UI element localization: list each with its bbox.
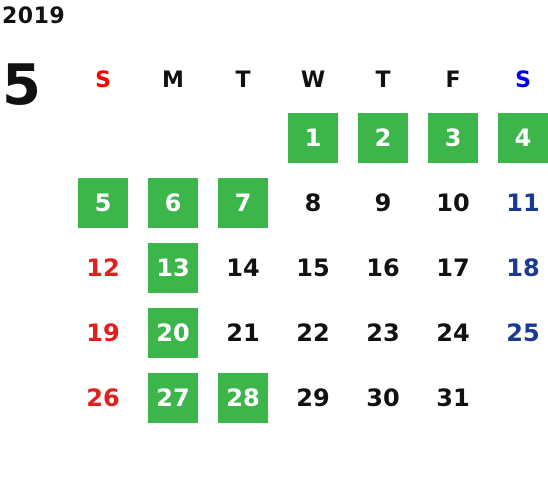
day-cell[interactable]: 29 bbox=[278, 365, 348, 430]
day-cell[interactable]: 13 bbox=[138, 235, 208, 300]
day-number[interactable]: 4 bbox=[498, 112, 548, 163]
day-cell[interactable]: 30 bbox=[348, 365, 418, 430]
day-cell[interactable]: 25 bbox=[488, 300, 548, 365]
day-cell[interactable]: 7 bbox=[208, 170, 278, 235]
day-number[interactable]: 26 bbox=[86, 383, 120, 412]
day-cell[interactable]: 14 bbox=[208, 235, 278, 300]
day-number[interactable]: 1 bbox=[288, 112, 338, 163]
day-number[interactable]: 6 bbox=[148, 177, 198, 228]
calendar-grid: S M T W T F S 1 2 3 4 5 6 7 8 9 10 11 12… bbox=[68, 55, 548, 430]
day-cell[interactable]: 6 bbox=[138, 170, 208, 235]
day-number bbox=[498, 373, 548, 423]
day-number[interactable]: 18 bbox=[506, 253, 540, 282]
weekday-header-monday: M bbox=[162, 67, 184, 93]
day-cell[interactable]: 20 bbox=[138, 300, 208, 365]
day-cell[interactable]: 26 bbox=[68, 365, 138, 430]
weekday-header-sunday: S bbox=[95, 67, 111, 93]
day-number[interactable]: 8 bbox=[304, 188, 322, 217]
day-number bbox=[218, 113, 268, 163]
day-cell[interactable]: 11 bbox=[488, 170, 548, 235]
day-number[interactable]: 11 bbox=[506, 188, 540, 217]
day-number[interactable]: 12 bbox=[86, 253, 120, 282]
day-number[interactable]: 16 bbox=[366, 253, 400, 282]
day-number[interactable]: 25 bbox=[506, 318, 540, 347]
weekday-header-friday: F bbox=[445, 67, 461, 93]
day-cell[interactable]: 5 bbox=[68, 170, 138, 235]
weekday-header-tuesday: T bbox=[235, 67, 251, 93]
day-cell[interactable]: 22 bbox=[278, 300, 348, 365]
day-number[interactable]: 24 bbox=[436, 318, 470, 347]
day-cell[interactable]: 15 bbox=[278, 235, 348, 300]
day-cell bbox=[208, 105, 278, 170]
day-number[interactable]: 5 bbox=[78, 177, 128, 228]
day-cell[interactable]: 2 bbox=[348, 105, 418, 170]
day-cell[interactable]: 24 bbox=[418, 300, 488, 365]
day-cell[interactable]: 4 bbox=[488, 105, 548, 170]
day-number[interactable]: 20 bbox=[148, 307, 198, 358]
day-number[interactable]: 7 bbox=[218, 177, 268, 228]
day-number[interactable]: 17 bbox=[436, 253, 470, 282]
day-cell[interactable]: 12 bbox=[68, 235, 138, 300]
day-cell[interactable]: 10 bbox=[418, 170, 488, 235]
day-cell[interactable]: 16 bbox=[348, 235, 418, 300]
day-cell[interactable]: 1 bbox=[278, 105, 348, 170]
day-number[interactable]: 15 bbox=[296, 253, 330, 282]
day-number[interactable]: 3 bbox=[428, 112, 478, 163]
day-cell[interactable]: 17 bbox=[418, 235, 488, 300]
year-label: 2019 bbox=[2, 4, 66, 29]
day-cell bbox=[68, 105, 138, 170]
day-cell[interactable]: 8 bbox=[278, 170, 348, 235]
day-number bbox=[78, 113, 128, 163]
day-cell[interactable]: 28 bbox=[208, 365, 278, 430]
day-number[interactable]: 27 bbox=[148, 372, 198, 423]
day-number[interactable]: 9 bbox=[374, 188, 392, 217]
day-number[interactable]: 2 bbox=[358, 112, 408, 163]
day-cell[interactable]: 19 bbox=[68, 300, 138, 365]
day-number[interactable]: 31 bbox=[436, 383, 470, 412]
day-number bbox=[148, 113, 198, 163]
day-cell bbox=[488, 365, 548, 430]
day-number[interactable]: 28 bbox=[218, 372, 268, 423]
day-number[interactable]: 23 bbox=[366, 318, 400, 347]
day-cell[interactable]: 18 bbox=[488, 235, 548, 300]
day-number[interactable]: 29 bbox=[296, 383, 330, 412]
day-cell bbox=[138, 105, 208, 170]
day-number[interactable]: 10 bbox=[436, 188, 470, 217]
weekday-header-saturday: S bbox=[515, 67, 531, 93]
day-cell[interactable]: 3 bbox=[418, 105, 488, 170]
weekday-header-wednesday: W bbox=[300, 67, 326, 93]
day-cell[interactable]: 23 bbox=[348, 300, 418, 365]
day-cell[interactable]: 9 bbox=[348, 170, 418, 235]
month-number: 5 bbox=[2, 53, 41, 118]
day-number[interactable]: 19 bbox=[86, 318, 120, 347]
day-cell[interactable]: 31 bbox=[418, 365, 488, 430]
day-number[interactable]: 13 bbox=[148, 242, 198, 293]
day-cell[interactable]: 27 bbox=[138, 365, 208, 430]
weekday-header-thursday: T bbox=[375, 67, 391, 93]
day-number[interactable]: 22 bbox=[296, 318, 330, 347]
day-cell[interactable]: 21 bbox=[208, 300, 278, 365]
day-number[interactable]: 14 bbox=[226, 253, 260, 282]
day-number[interactable]: 30 bbox=[366, 383, 400, 412]
day-number[interactable]: 21 bbox=[226, 318, 260, 347]
